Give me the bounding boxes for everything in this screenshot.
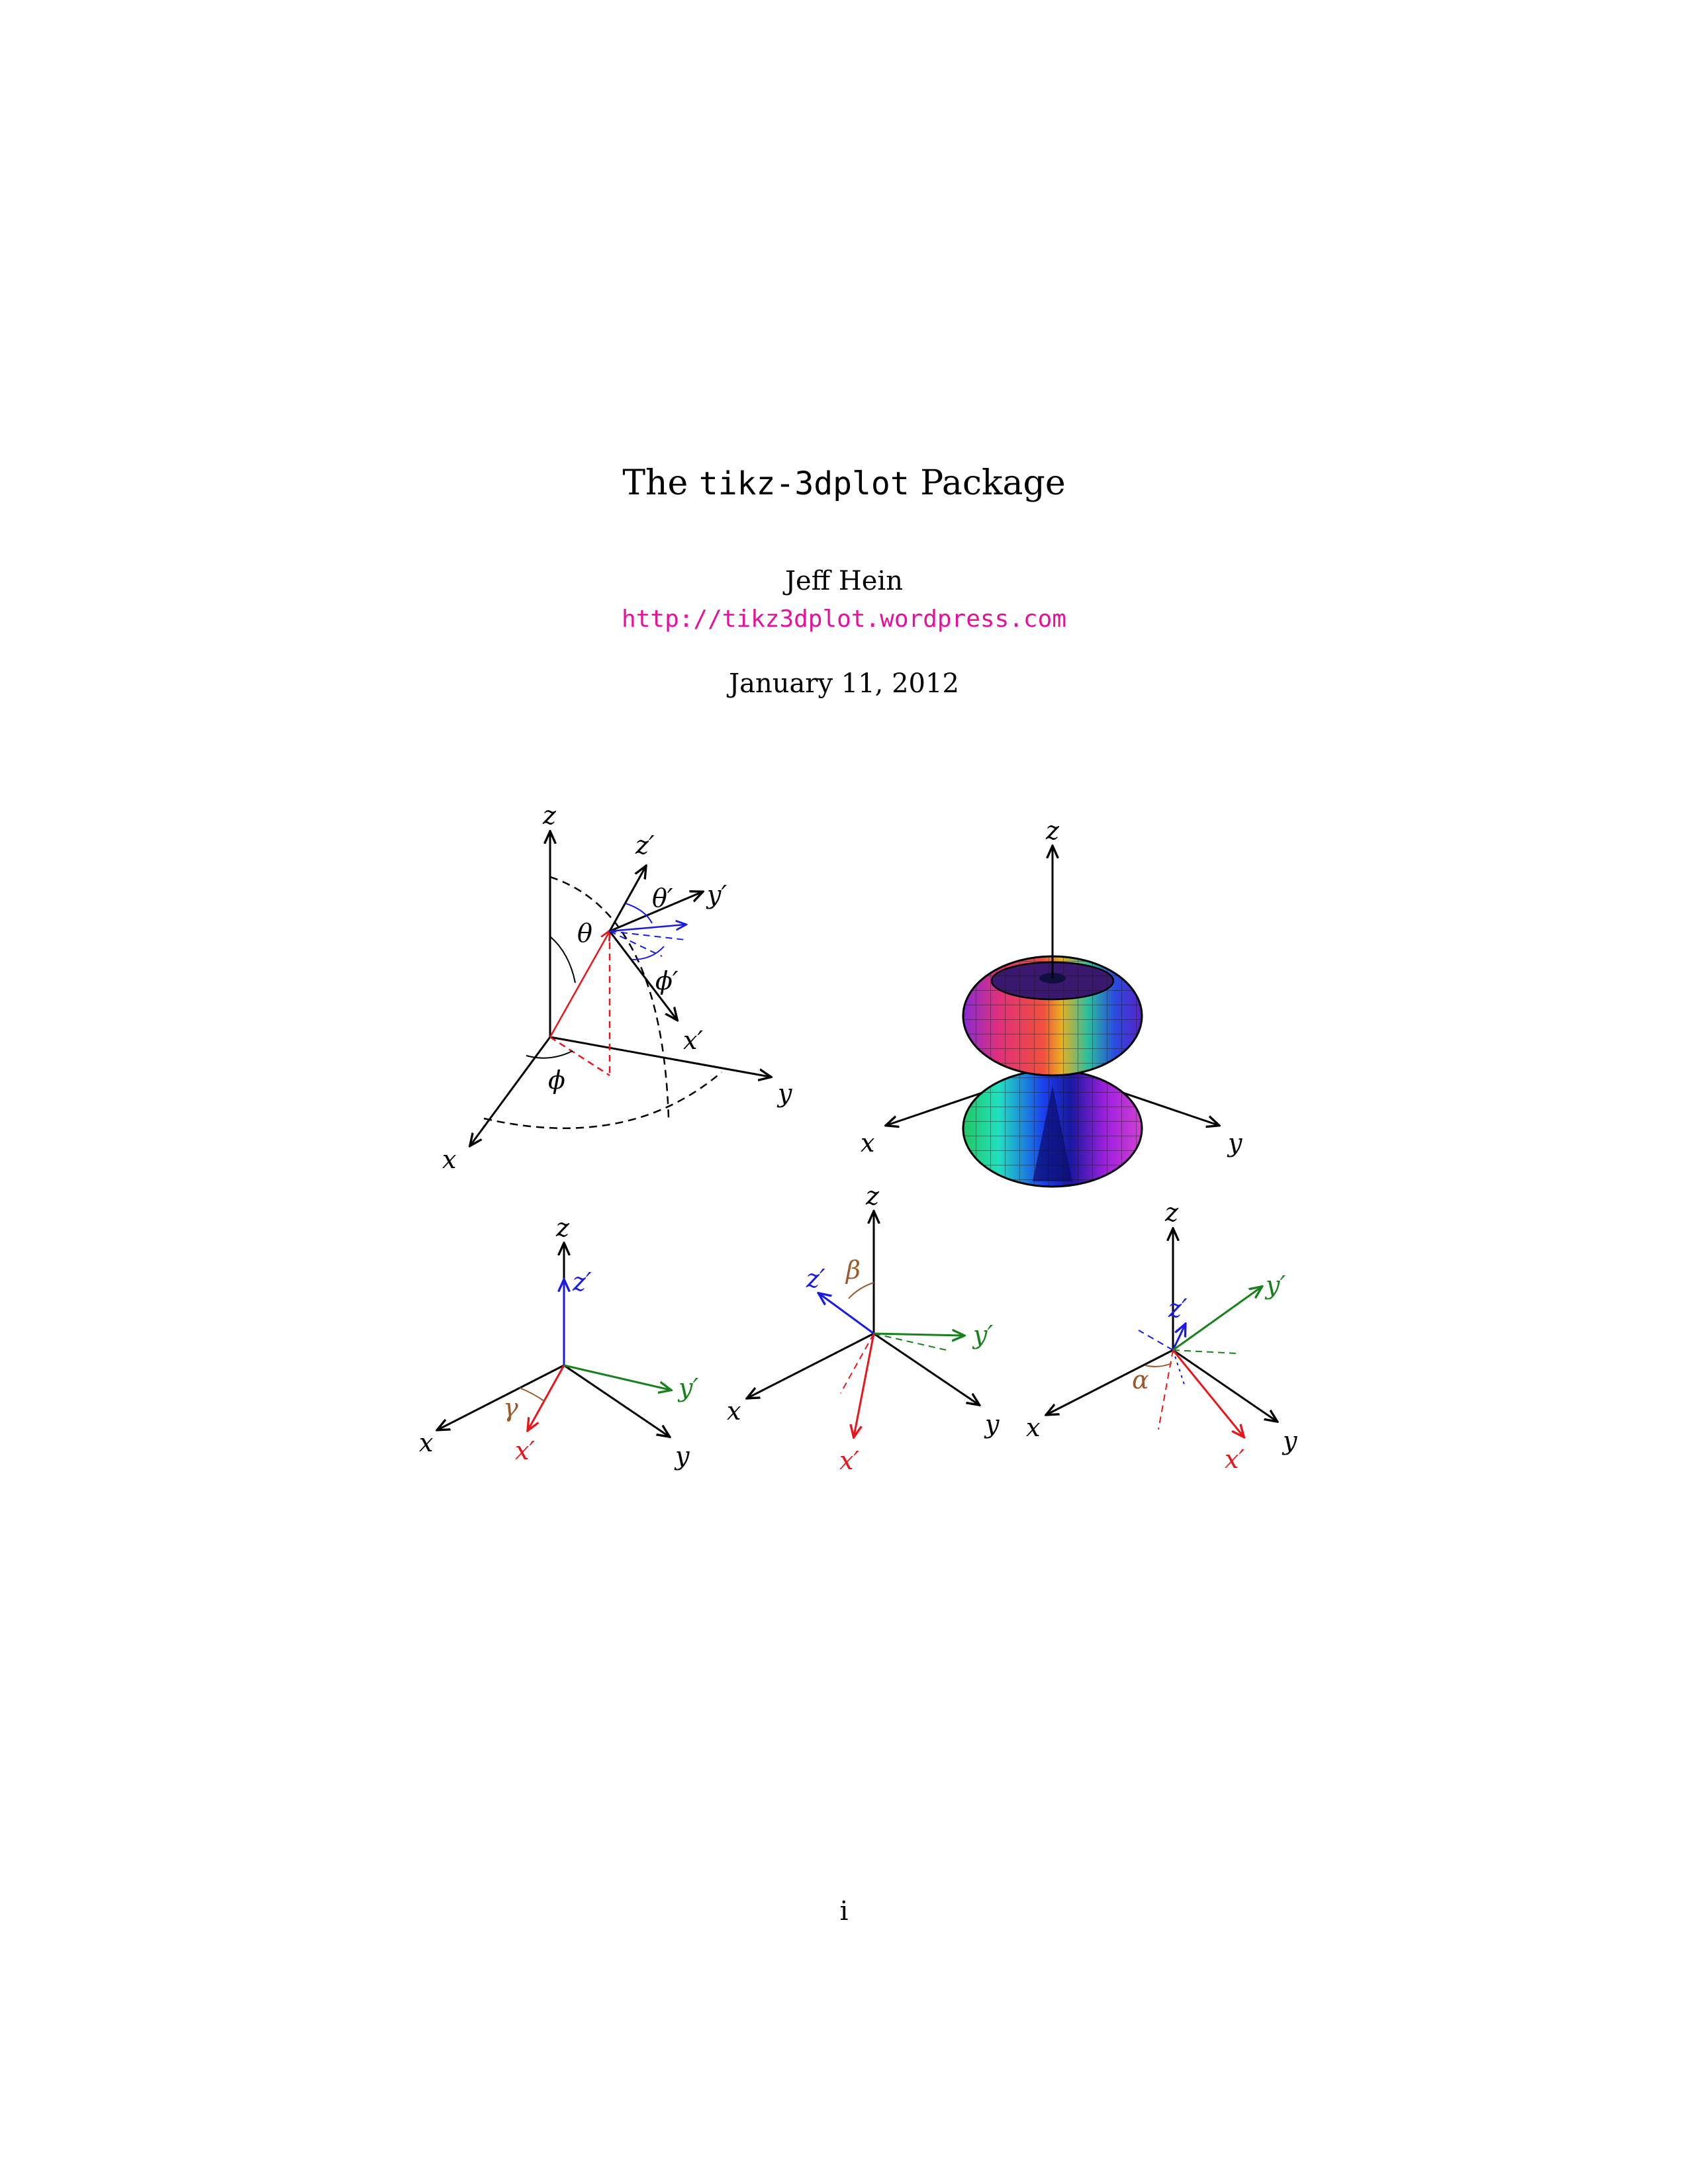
y-prime-projection — [873, 1333, 947, 1351]
y-axis — [873, 1332, 978, 1404]
x-prime-projection — [840, 1333, 874, 1394]
label-z: z — [1045, 816, 1060, 845]
projection-dash-base — [549, 1036, 610, 1077]
x-axis — [438, 1364, 565, 1430]
title-prefix: The — [622, 463, 699, 503]
z-prime-projection — [1138, 1330, 1174, 1351]
label-x-prime: x′ — [839, 1446, 859, 1475]
y-prime-projection — [1172, 1349, 1239, 1354]
label-theta: θ — [577, 919, 592, 948]
label-y-prime: y′ — [1264, 1271, 1286, 1300]
document-date: January 11, 2012 — [729, 668, 959, 699]
x-prime-axis — [528, 1365, 565, 1430]
upper-lobe — [962, 955, 1143, 1077]
label-z: z — [542, 801, 557, 830]
label-y: y — [674, 1441, 690, 1471]
rotation-beta-figure: z x y z′ y′ x′ β — [727, 1181, 1000, 1475]
dipole-surface-figure: z x y — [861, 816, 1243, 1188]
radius-vector — [549, 931, 610, 1038]
y-prime-axis — [873, 1334, 963, 1336]
beta-arc — [848, 1282, 874, 1299]
label-y-prime: y′ — [677, 1373, 698, 1402]
label-x-prime: x′ — [515, 1436, 535, 1465]
rotation-gamma-figure: z x y z′ y′ x′ γ — [419, 1213, 698, 1471]
z-prime-axis — [608, 867, 645, 932]
x-prime-projection — [1158, 1349, 1174, 1430]
x-prime-axis — [1172, 1349, 1243, 1436]
label-y: y — [984, 1410, 1000, 1439]
y-prime-axis — [609, 892, 702, 933]
label-y-prime: y′ — [972, 1320, 993, 1349]
label-x: x — [442, 1145, 456, 1174]
x-prime-axis — [608, 931, 677, 1019]
label-x-prime: x′ — [683, 1026, 703, 1055]
label-z-prime: z′ — [635, 831, 655, 860]
label-z-prime: z′ — [572, 1267, 592, 1297]
title-code: tikz-3dplot — [698, 465, 910, 502]
label-beta: β — [845, 1255, 861, 1285]
x-axis — [748, 1332, 874, 1398]
primed-projection-2 — [609, 931, 663, 957]
x-axis — [1047, 1349, 1174, 1414]
title-suffix: Package — [909, 463, 1066, 503]
alpha-arc — [1145, 1363, 1172, 1367]
z-prime-axis — [820, 1294, 874, 1335]
label-z: z — [1164, 1198, 1179, 1227]
dashed-arc-lower — [483, 1071, 722, 1129]
label-gamma: γ — [503, 1393, 518, 1422]
label-z: z — [555, 1213, 570, 1242]
label-z-prime: z′ — [1168, 1294, 1188, 1323]
label-y: y — [1227, 1128, 1243, 1158]
label-phi-prime: ϕ′ — [655, 966, 679, 995]
theta-arc — [549, 936, 576, 983]
z-prime-axis — [1172, 1325, 1185, 1351]
y-prime-axis — [563, 1364, 670, 1390]
x-axis — [471, 1036, 551, 1145]
x-prime-axis — [854, 1333, 875, 1436]
label-phi: ϕ — [548, 1066, 565, 1095]
y-axis — [549, 1036, 770, 1077]
y-axis — [563, 1364, 669, 1436]
primed-projection-1 — [609, 931, 686, 940]
theta-prime-arc — [625, 903, 653, 924]
label-y-prime: y′ — [706, 880, 727, 909]
gamma-arc — [519, 1387, 545, 1402]
z-prime-projection-2 — [1172, 1349, 1186, 1387]
label-x: x — [419, 1428, 433, 1457]
label-y: y — [776, 1079, 792, 1108]
label-x: x — [727, 1396, 741, 1426]
document-title: The tikz-3dplot Package — [0, 463, 1688, 503]
label-x-prime: x′ — [1225, 1445, 1244, 1474]
label-x: x — [1026, 1413, 1040, 1442]
phi-arc — [526, 1050, 573, 1059]
website-link[interactable]: http://tikz3dplot.wordpress.com — [622, 606, 1066, 633]
label-alpha: α — [1132, 1365, 1149, 1394]
y-axis — [1172, 1349, 1276, 1421]
dashed-arc-upper — [549, 876, 670, 1119]
page-number: i — [839, 1896, 849, 1927]
label-z-prime: z′ — [806, 1264, 825, 1293]
label-x: x — [861, 1128, 874, 1158]
y-prime-axis — [1172, 1287, 1261, 1351]
label-theta-prime: θ′ — [652, 884, 673, 913]
primed-vector — [609, 925, 685, 933]
spherical-coordinates-figure: z y x θ ϕ z′ y′ x′ θ′ ϕ′ — [442, 801, 792, 1174]
rotation-alpha-figure: z x y z′ y′ x′ α — [1026, 1198, 1297, 1474]
lower-lobe — [962, 1069, 1143, 1188]
author-name: Jeff Hein — [785, 566, 903, 596]
label-y: y — [1282, 1426, 1297, 1455]
phi-prime-arc — [632, 946, 665, 960]
label-z: z — [865, 1181, 880, 1210]
